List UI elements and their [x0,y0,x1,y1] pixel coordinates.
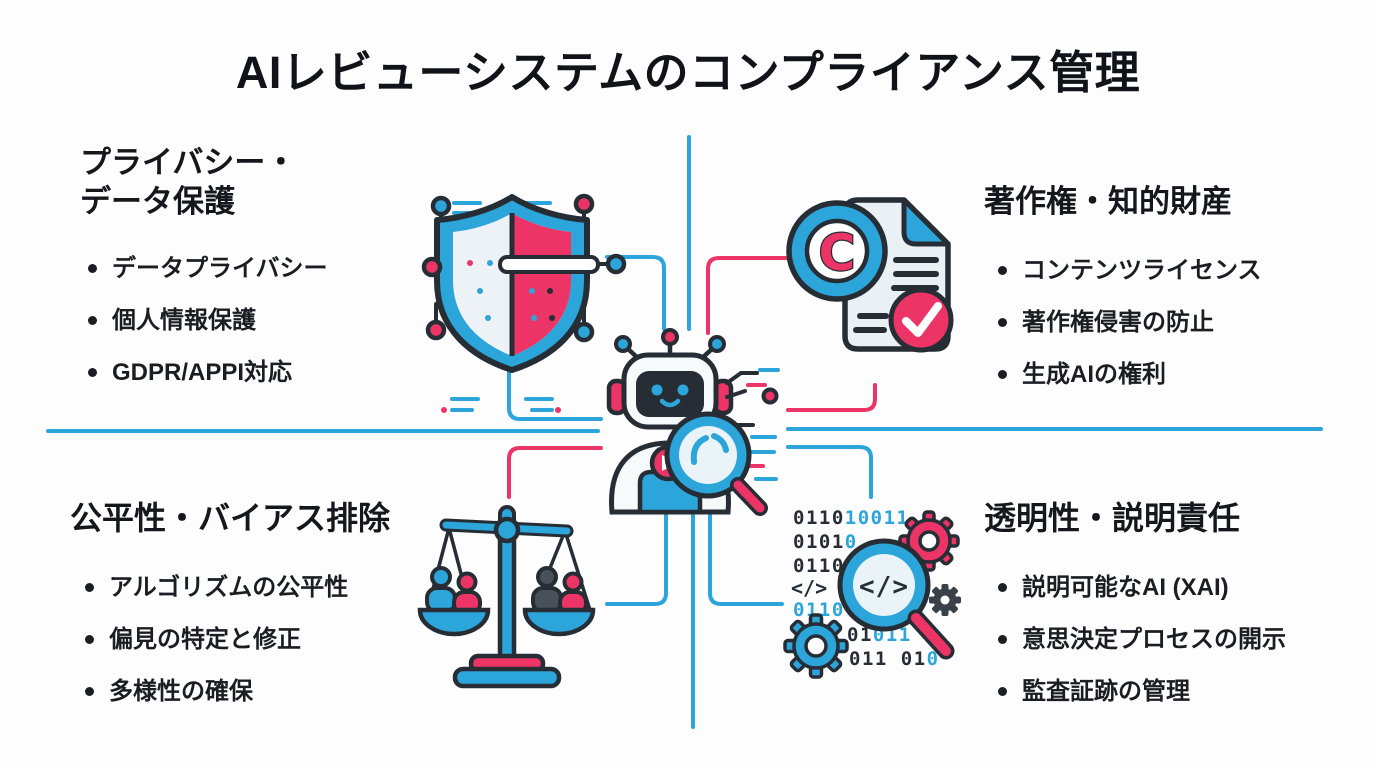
heading-privacy-line2: データ保護 [80,184,235,219]
list-fairness: アルゴリズムの公平性 偏見の特定と修正 多様性の確保 [85,567,348,723]
robot-smile [659,398,681,408]
list-item: アルゴリズムの公平性 [85,567,348,602]
page-title: AIレビューシステムのコンプライアンス管理 [235,47,1141,98]
heading-fairness: 公平性・バイアス排除 [70,500,391,536]
robot-face [636,371,704,417]
scale-pan-left [417,607,491,637]
list-item: 偏見の特定と修正 [85,619,348,654]
elbow-lower-left-blue [605,509,668,606]
list-item: GDPR/APPI対応 [88,352,328,387]
list-item: 個人情報保護 [88,300,328,335]
heading-privacy: プライバシー・ データ保護 [80,143,296,221]
code-magnifier-handle [911,613,951,656]
heading-copyright: 著作権・知的財産 [984,184,1232,219]
binary-line-4: 0110 [793,599,845,621]
circuit-nodes [421,193,627,343]
circuit-node [761,387,779,405]
shield-circuit-icon [421,193,627,413]
elbow-upper-right-pink [706,256,788,335]
list-item: 多様性の確保 [85,671,348,706]
list-privacy: データプライバシー 個人情報保護 GDPR/APPI対応 [88,248,328,404]
balance-scale-icon [417,505,596,689]
scale-pole [497,527,517,665]
check-badge [888,287,954,353]
elbow-far-left-pink [507,446,603,499]
code-tag-left: </> [791,576,828,600]
scale-pan-right [522,607,596,637]
elbow-far-left-blue [507,361,603,421]
binary-line-3: 0110 [793,555,845,577]
copyright-c-glyph: C [819,224,856,282]
gear-pink [898,510,960,572]
people-left [425,566,482,616]
list-copyright: コンテンツライセンス 著作権侵害の防止 生成AIの権利 [998,250,1262,406]
list-item: 意思決定プロセスの開示 [998,619,1286,654]
list-item: 説明可能なAI (XAI) [998,567,1286,602]
list-item: データプライバシー [88,248,328,283]
binary-line-1: 011010011 [793,507,910,529]
copyright-document-icon: C [786,197,954,353]
list-item: コンテンツライセンス [998,250,1262,285]
heading-transparency: 透明性・説明責任 [984,500,1241,536]
list-item: 監査証跡の管理 [998,671,1286,706]
elbow-far-right-pink [786,383,877,412]
code-audit-magnifier-icon: </> [783,510,961,679]
check-icon [902,302,942,337]
document-fold [901,197,951,247]
list-item: 著作権侵害の防止 [998,302,1262,337]
connector-lines [46,135,1323,729]
robot-magnifier-handle [733,480,765,513]
scale-base [452,666,562,689]
gear-dark [929,584,961,616]
binary-line-6: 011 010 [849,648,940,670]
binary-line-2: 01010 [793,531,858,553]
document-lines [853,257,939,333]
heading-privacy-line1: プライバシー・ [80,145,297,180]
ai-review-robot-icon [606,328,780,516]
elbow-far-right-blue [786,445,873,499]
elbow-lower-right-blue [708,509,784,606]
list-transparency: 説明可能なAI (XAI) 意思決定プロセスの開示 監査証跡の管理 [998,567,1286,723]
gear-blue [783,613,849,679]
code-tag-in-glass: </> [859,572,909,602]
people-right [531,566,588,616]
shield-bar [498,255,600,274]
elbow-upper-left-blue [605,255,666,331]
list-item: 生成AIの権利 [998,354,1262,389]
